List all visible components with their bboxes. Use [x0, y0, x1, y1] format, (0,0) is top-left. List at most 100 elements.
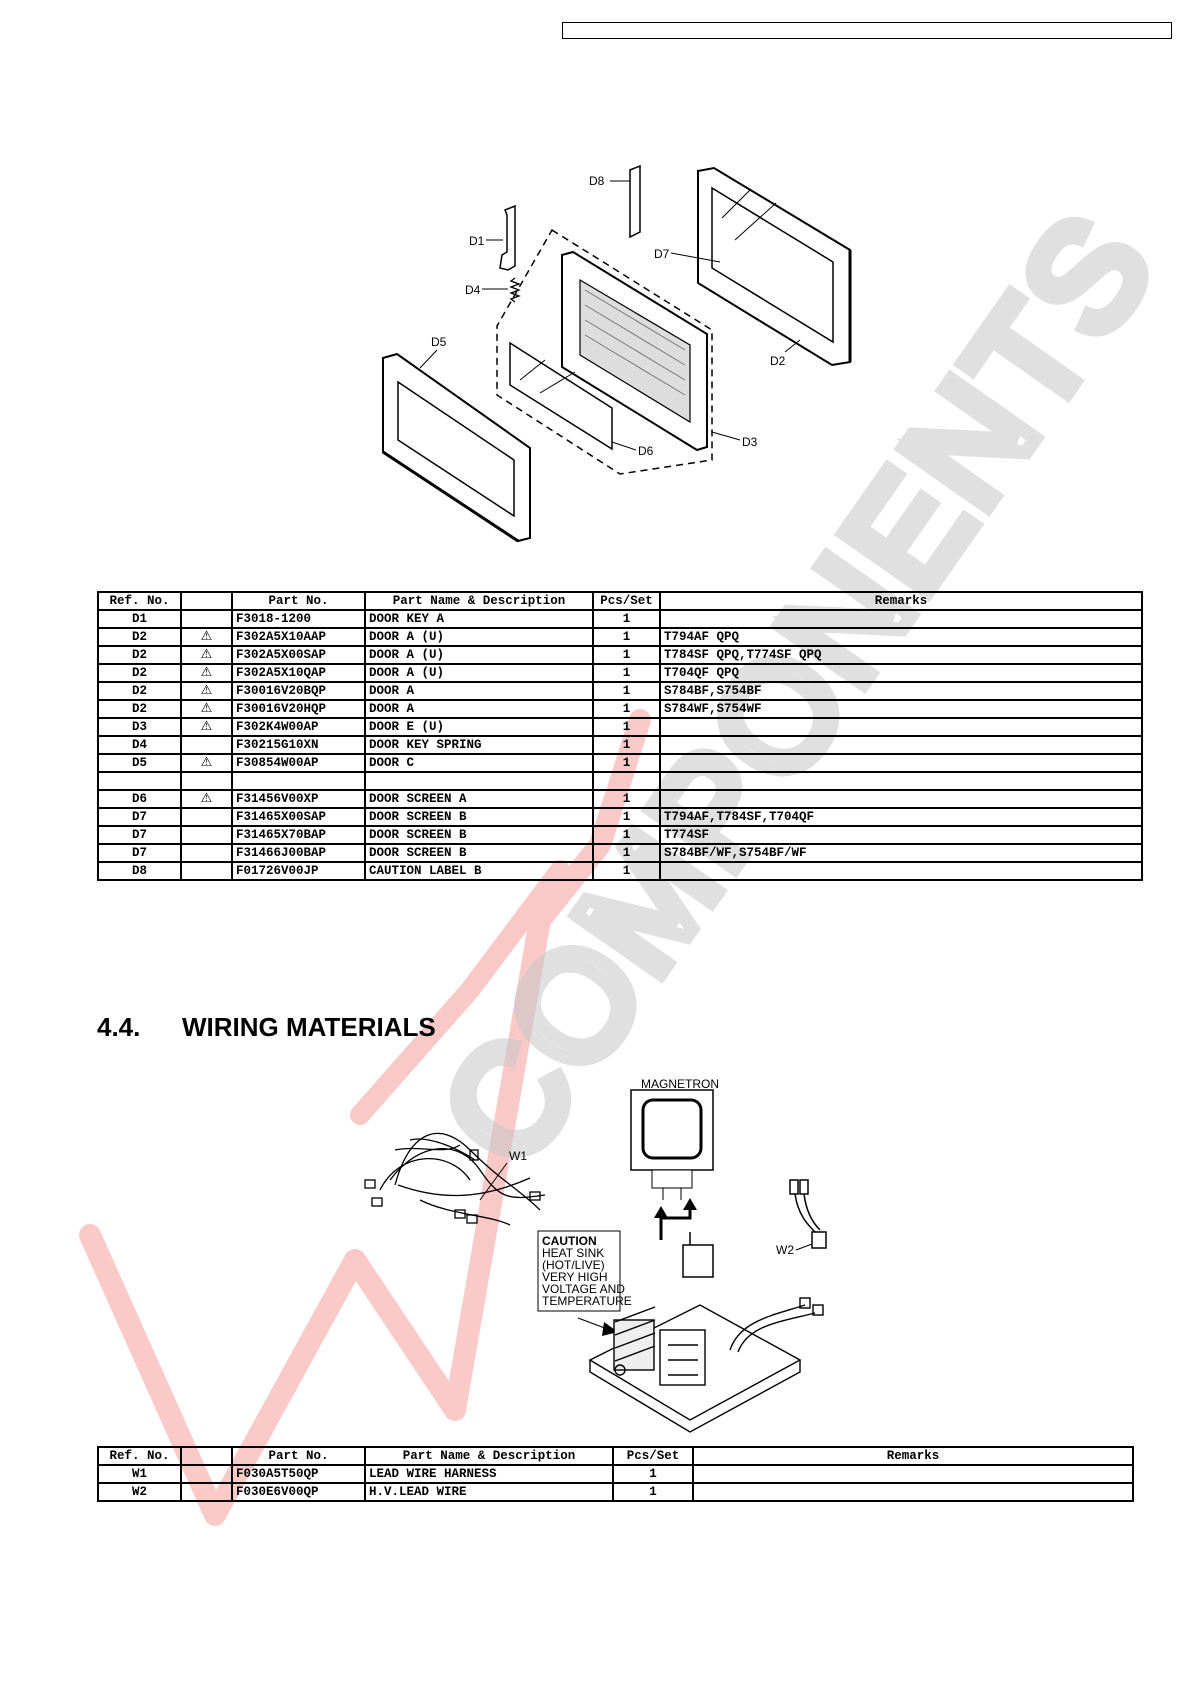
- cell-description: H.V.LEAD WIRE: [364, 1482, 614, 1502]
- cell-warn: [180, 861, 233, 881]
- cell-warn: [180, 735, 233, 755]
- caution-label-part: [629, 164, 641, 239]
- cell-pcs: 1: [612, 1482, 694, 1502]
- col-warn: [180, 591, 233, 611]
- cell-pcs: 1: [592, 735, 661, 755]
- warning-icon: ⚠: [200, 664, 213, 680]
- cell-remarks: [659, 753, 1143, 773]
- cell-pcs: 1: [592, 609, 661, 629]
- cell-pcs: 1: [592, 753, 661, 773]
- table-row: [97, 771, 1143, 791]
- label-d1: D1: [469, 234, 485, 248]
- cell-part-no: F302A5X10AAP: [231, 627, 366, 647]
- col-remarks: Remarks: [692, 1446, 1134, 1466]
- cell-warn: ⚠: [180, 663, 233, 683]
- cell-part-no: F30016V20HQP: [231, 699, 366, 719]
- caution-line: HEAT SINK: [542, 1246, 604, 1260]
- cell-warn: ⚠: [180, 753, 233, 773]
- cell-ref: D2: [97, 699, 182, 719]
- col-warn: [180, 1446, 233, 1466]
- cell-ref: [97, 771, 182, 791]
- caution-line: (HOT/LIVE): [542, 1258, 605, 1272]
- door-exploded-diagram: D8 D1 D4 D7 D2 D3 D6 D: [382, 164, 852, 543]
- col-ref: Ref. No.: [97, 1446, 182, 1466]
- warning-icon: ⚠: [200, 790, 213, 806]
- door-parts-table: Ref. No. Part No. Part Name & Descriptio…: [97, 591, 1143, 881]
- caution-title: CAUTION: [542, 1234, 597, 1248]
- cell-description: DOOR A: [364, 699, 594, 719]
- label-d4: D4: [465, 283, 481, 297]
- cell-remarks: T704QF QPQ: [659, 663, 1143, 683]
- cell-remarks: T794AF,T784SF,T704QF: [659, 807, 1143, 827]
- cell-pcs: 1: [612, 1464, 694, 1484]
- col-remarks: Remarks: [659, 591, 1143, 611]
- cell-remarks: S784BF/WF,S754BF/WF: [659, 843, 1143, 863]
- cell-ref: W2: [97, 1482, 182, 1502]
- cell-description: DOOR A (U): [364, 645, 594, 665]
- cell-remarks: T784SF QPQ,T774SF QPQ: [659, 645, 1143, 665]
- col-part-no: Part No.: [231, 591, 366, 611]
- door-screen-a-part: [509, 341, 613, 451]
- cell-part-no: F030A5T50QP: [231, 1464, 366, 1484]
- inverter-board: [588, 1297, 824, 1433]
- cell-ref: D7: [97, 825, 182, 845]
- cell-warn: ⚠: [180, 717, 233, 737]
- section-title: 4.4.WIRING MATERIALS: [97, 1012, 436, 1043]
- warning-icon: ⚠: [200, 682, 213, 698]
- cell-remarks: [659, 735, 1143, 755]
- cell-remarks: T774SF: [659, 825, 1143, 845]
- door-key-part: [499, 204, 516, 271]
- label-d5: D5: [431, 335, 447, 349]
- col-ref: Ref. No.: [97, 591, 182, 611]
- label-w2: W2: [776, 1243, 794, 1257]
- cell-ref: D2: [97, 645, 182, 665]
- col-part-no: Part No.: [231, 1446, 366, 1466]
- lead-wire-harness: [364, 1132, 546, 1226]
- cell-remarks: S784BF,S754BF: [659, 681, 1143, 701]
- cell-pcs: 1: [592, 843, 661, 863]
- door-key-spring-part: [509, 277, 521, 303]
- cell-warn: [180, 807, 233, 827]
- cell-ref: D7: [97, 807, 182, 827]
- warning-icon: ⚠: [200, 646, 213, 662]
- cell-warn: ⚠: [180, 789, 233, 809]
- cell-part-no: F31456V00XP: [231, 789, 366, 809]
- cell-remarks: [659, 861, 1143, 881]
- wiring-parts-table: Ref. No. Part No. Part Name & Descriptio…: [97, 1446, 1134, 1502]
- cell-part-no: F30215G10XN: [231, 735, 366, 755]
- magnetron-part: [630, 1089, 714, 1200]
- header-box: [562, 22, 1172, 39]
- door-c-part: [382, 352, 531, 543]
- cell-ref: D2: [97, 627, 182, 647]
- cell-remarks: T794AF QPQ: [659, 627, 1143, 647]
- cell-warn: ⚠: [180, 645, 233, 665]
- cell-part-no: [231, 771, 366, 791]
- cell-description: DOOR SCREEN B: [364, 843, 594, 863]
- cell-remarks: [659, 717, 1143, 737]
- cell-part-no: F01726V00JP: [231, 861, 366, 881]
- cell-remarks: [692, 1482, 1134, 1502]
- label-w1: W1: [509, 1149, 527, 1163]
- label-d7: D7: [654, 247, 670, 261]
- cell-pcs: 1: [592, 699, 661, 719]
- door-e-part: [561, 250, 708, 452]
- cell-warn: ⚠: [180, 681, 233, 701]
- cell-description: DOOR C: [364, 753, 594, 773]
- cell-ref: D8: [97, 861, 182, 881]
- cell-warn: [180, 825, 233, 845]
- caution-line: TEMPERATURE: [542, 1294, 632, 1308]
- cell-ref: D5: [97, 753, 182, 773]
- cell-warn: [180, 1482, 233, 1502]
- cell-ref: D6: [97, 789, 182, 809]
